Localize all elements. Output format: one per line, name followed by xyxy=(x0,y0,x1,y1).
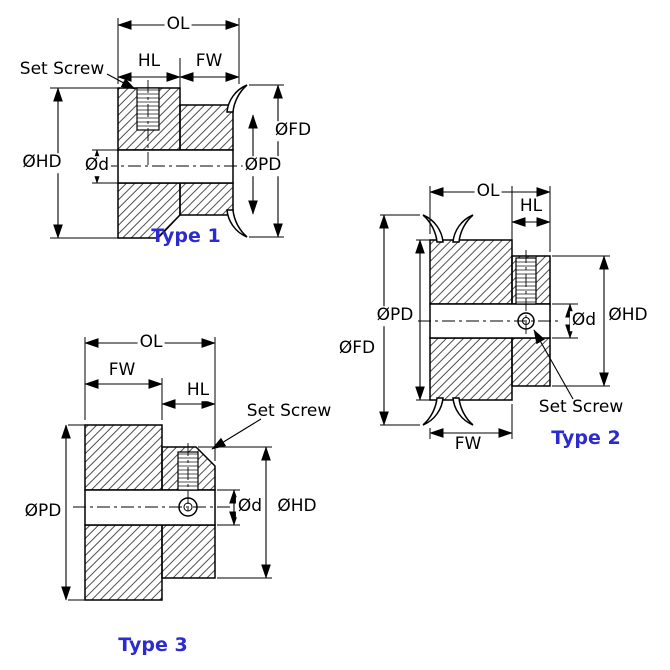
type3-d-label: Ød xyxy=(235,496,265,517)
type1-fw-label: FW xyxy=(195,51,223,72)
type3-hub-bottom xyxy=(161,524,216,579)
type2-flange-top-left xyxy=(422,214,444,243)
type2-ol-label: OL xyxy=(474,181,502,202)
type1-fd-label: ØFD xyxy=(272,120,314,141)
type2-pd-label: ØPD xyxy=(374,305,416,326)
type1-set-screw-leader-arrow xyxy=(106,73,136,90)
type3-set-screw-leader-arrow xyxy=(211,418,262,450)
type1-title: Type 1 xyxy=(151,225,221,248)
type2-flange-bottom-left xyxy=(422,397,444,426)
type2-d-label: Ød xyxy=(569,310,599,331)
type3-pd-label: ØPD xyxy=(22,501,64,522)
type2-set-screw-leader-arrow xyxy=(533,329,574,400)
type1-d-label: Ød xyxy=(82,155,112,176)
type3-title: Type 3 xyxy=(118,634,188,657)
type1-flange-top xyxy=(226,84,248,113)
type1-flange-bottom xyxy=(226,209,248,238)
type3-body-bottom xyxy=(84,524,163,601)
type1-bore xyxy=(117,149,234,184)
type2-flange-bottom-right xyxy=(452,397,474,426)
type2-title: Type 2 xyxy=(551,427,621,450)
type3-set-screw-label: Set Screw xyxy=(246,401,332,422)
type2-flange-top-right xyxy=(452,214,474,243)
type3-ol-label: OL xyxy=(137,332,165,353)
type3-body-top xyxy=(84,424,163,491)
type1-flange-section-bottom xyxy=(179,182,234,216)
type1-ol-label: OL xyxy=(164,14,192,35)
type3-hd-label: ØHD xyxy=(275,496,319,517)
type2-flange-section-bottom xyxy=(429,337,513,401)
type2-hl-label: HL xyxy=(517,196,545,217)
type2-drawing xyxy=(379,186,610,439)
type2-fw-label: FW xyxy=(454,434,482,455)
type3-drawing xyxy=(61,337,272,601)
type3-fw-label: FW xyxy=(106,360,138,381)
type2-fd-label: ØFD xyxy=(336,338,378,359)
type1-flange-section-top xyxy=(179,104,234,151)
type1-hd-label: ØHD xyxy=(20,152,64,173)
type2-set-screw-label: Set Screw xyxy=(538,397,624,418)
type2-hd-label: ØHD xyxy=(606,305,650,326)
type1-hl-label: HL xyxy=(137,51,161,72)
type3-hl-label: HL xyxy=(184,380,212,401)
type1-set-screw-label: Set Screw xyxy=(19,59,105,80)
type1-drawing xyxy=(50,18,284,239)
type1-pd-label: ØPD xyxy=(242,155,284,176)
type2-flange-section-top xyxy=(429,239,513,305)
type2-hub-bottom xyxy=(511,337,551,387)
